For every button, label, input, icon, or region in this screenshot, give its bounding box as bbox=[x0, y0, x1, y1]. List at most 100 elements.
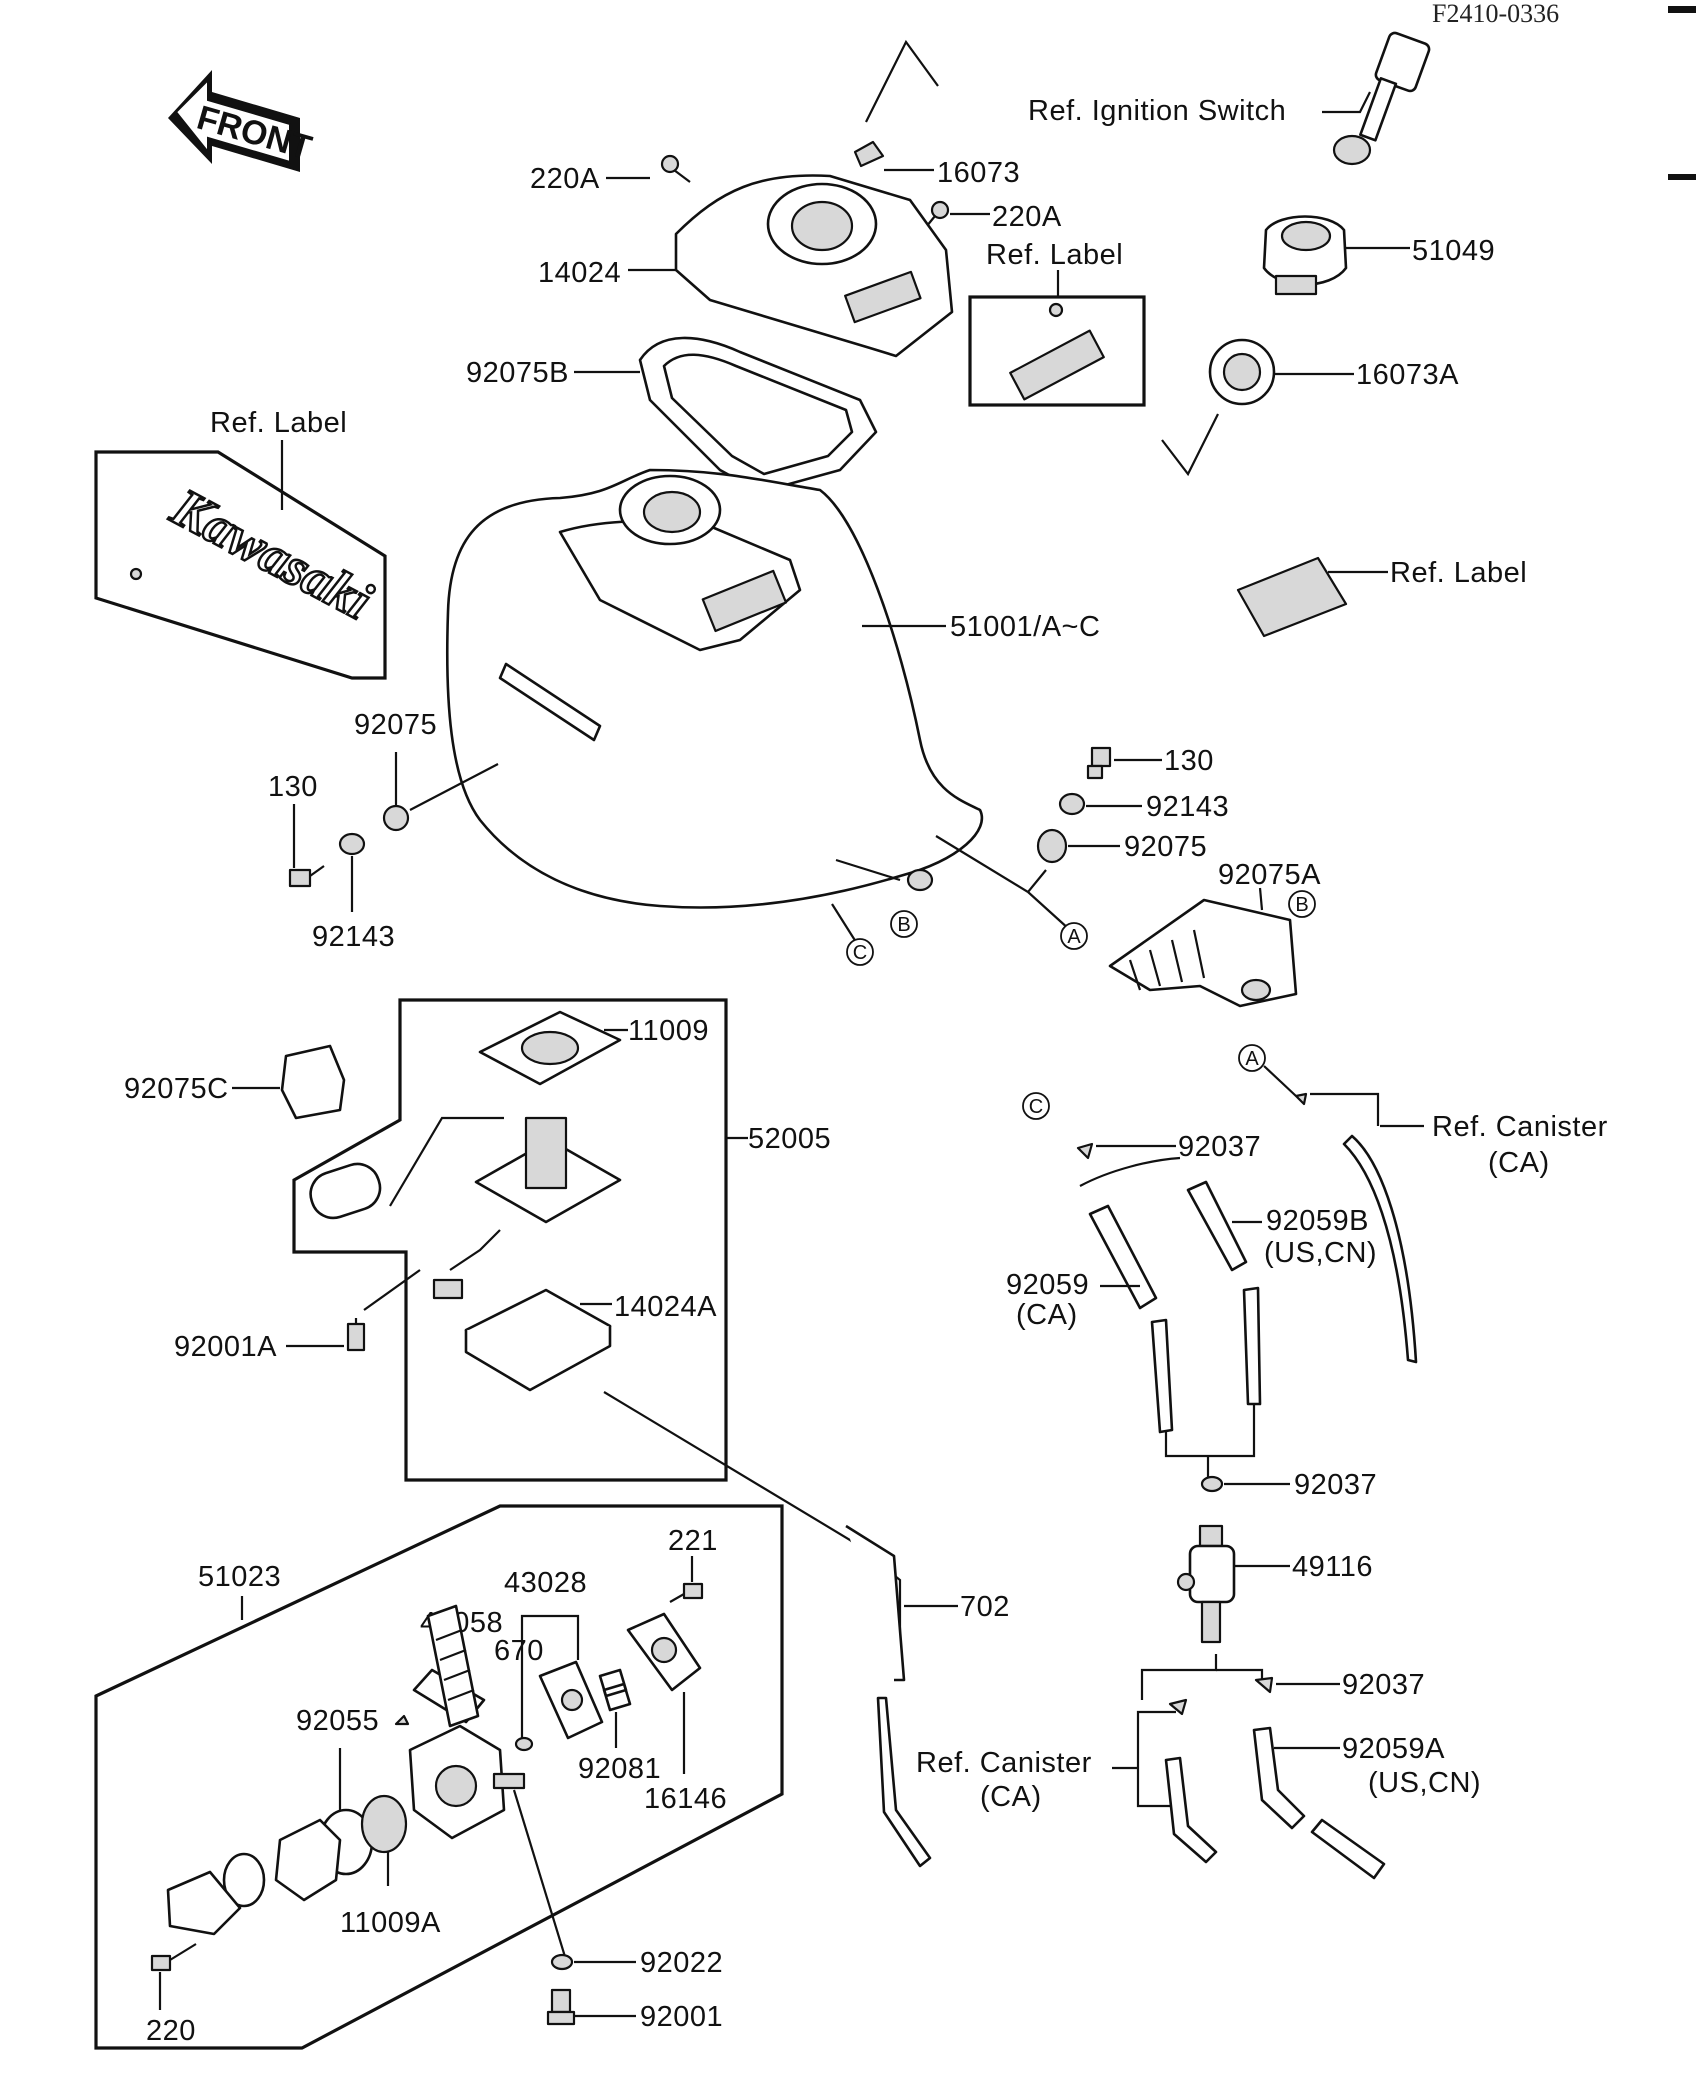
label-92081: 92081 bbox=[578, 1753, 661, 1785]
clip-16073-icon bbox=[853, 140, 885, 168]
gasket-92075b-inner-icon bbox=[662, 353, 854, 476]
collar-92143-right-icon bbox=[1058, 792, 1086, 816]
gasket-11009a-icon bbox=[360, 1794, 408, 1854]
clamp-a-icon bbox=[1294, 1092, 1308, 1106]
leader-92075a bbox=[1258, 887, 1264, 911]
screw-220-icon bbox=[150, 1943, 197, 1972]
sender-base-14024a-icon bbox=[464, 1288, 612, 1392]
ref-label-plate-icon bbox=[1236, 556, 1348, 638]
label-92075c: 92075C bbox=[124, 1073, 229, 1105]
tank-bracket-icon bbox=[701, 569, 788, 633]
label-ref-canister-2: Ref. Canister bbox=[916, 1747, 1092, 1779]
edge-mark-top bbox=[1668, 6, 1696, 13]
marker-c-tank: C bbox=[846, 938, 874, 966]
sediment-bowl-icon bbox=[166, 1818, 342, 1936]
screw-220a-left-icon bbox=[660, 154, 691, 183]
label-130-right: 130 bbox=[1164, 745, 1214, 777]
marker-a-canister: A bbox=[1238, 1044, 1266, 1072]
fuel-tap-body-icon bbox=[408, 1724, 526, 1840]
label-ref-canister-1-ca: (CA) bbox=[1488, 1147, 1550, 1179]
grommet-92075-right-icon bbox=[1036, 828, 1068, 864]
diagram-code: F2410-0336 bbox=[1432, 0, 1559, 28]
label-51001: 51001/A~C bbox=[950, 611, 1100, 643]
screw-221-icon bbox=[669, 1582, 704, 1603]
label-ref-canister-1: Ref. Canister bbox=[1432, 1111, 1608, 1143]
leader-tank-b bbox=[835, 858, 901, 882]
label-92059a-region: (US,CN) bbox=[1368, 1767, 1481, 1799]
label-ref-ignition-switch: Ref. Ignition Switch bbox=[1028, 95, 1286, 127]
label-92143-right: 92143 bbox=[1146, 791, 1229, 823]
bolt-92001-icon bbox=[546, 1988, 576, 2026]
label-11009a: 11009A bbox=[340, 1907, 441, 1939]
tap-lever-icon bbox=[394, 1714, 410, 1726]
leader-92001a-to-base bbox=[363, 1269, 421, 1311]
label-220a-right: 220A bbox=[992, 201, 1062, 233]
marker-a-tank-text: A bbox=[1067, 926, 1081, 948]
hose-92059-lower-icon bbox=[1150, 1318, 1174, 1434]
label-92037-1: 92037 bbox=[1178, 1131, 1261, 1163]
label-92055: 92055 bbox=[296, 1705, 379, 1737]
cover-16146-center-icon bbox=[650, 1636, 678, 1664]
clamp-92037-2-icon bbox=[1200, 1475, 1224, 1493]
label-130-left: 130 bbox=[268, 771, 318, 803]
marker-b-bracket-text: B bbox=[1295, 894, 1308, 916]
label-ref-label-box: Ref. Label bbox=[986, 239, 1123, 271]
label-702: 702 bbox=[960, 1591, 1010, 1623]
fuel-sender-box bbox=[292, 998, 728, 1482]
leader-canister-2 bbox=[1136, 1710, 1176, 1808]
label-92059a: 92059A bbox=[1342, 1733, 1445, 1765]
label-14024a: 14024A bbox=[614, 1291, 717, 1323]
label-ref-canister-2-ca: (CA) bbox=[980, 1781, 1042, 1813]
hose-702-upper-icon bbox=[845, 1524, 906, 1682]
fuel-cap-51049-icon bbox=[1262, 215, 1348, 296]
leader-tank-a-3 bbox=[1027, 891, 1071, 931]
hose-92059a-upper-icon bbox=[1252, 1726, 1306, 1830]
bracket-ribs-icon bbox=[1128, 929, 1206, 991]
canister-hose-1-icon bbox=[1342, 1134, 1418, 1364]
bracket-92075a-icon bbox=[1108, 898, 1298, 1008]
label-220: 220 bbox=[146, 2015, 196, 2047]
marker-a-canister-text: A bbox=[1245, 1048, 1259, 1070]
leader-tank-a-2 bbox=[1027, 869, 1047, 893]
fuel-filter-tube-icon bbox=[426, 1604, 480, 1728]
label-plate-icon bbox=[1009, 302, 1105, 401]
label-221: 221 bbox=[668, 1525, 718, 1557]
cover-bracket-icon bbox=[844, 270, 922, 324]
hose-92059a-lower-icon bbox=[1310, 1818, 1386, 1880]
marker-b-tank-text: B bbox=[897, 914, 910, 936]
lock-ring-16073a-icon bbox=[1208, 338, 1276, 406]
spacer-670-icon bbox=[514, 1736, 534, 1752]
label-49116: 49116 bbox=[1292, 1551, 1373, 1583]
tank-side-slot-icon bbox=[498, 662, 602, 742]
leader-tank-c bbox=[831, 903, 857, 943]
hose-92059b-upper-icon bbox=[1186, 1180, 1248, 1272]
chevron-down-lines bbox=[1161, 413, 1219, 477]
cover-opening-inner-icon bbox=[790, 200, 854, 252]
label-ref-label-plate: Ref. Label bbox=[1390, 557, 1527, 589]
marker-b-tank: B bbox=[890, 910, 918, 938]
label-92059b-region: (US,CN) bbox=[1264, 1237, 1377, 1269]
bolt-130-left-icon bbox=[288, 865, 325, 888]
fuel-tank-51001-icon bbox=[445, 468, 984, 909]
ignition-key-icon bbox=[1332, 31, 1431, 166]
label-16073: 16073 bbox=[937, 157, 1020, 189]
tank-drain-fitting-icon bbox=[906, 868, 934, 892]
label-92001a: 92001A bbox=[174, 1331, 277, 1363]
front-arrow-icon: FRONT bbox=[168, 70, 316, 172]
kawasaki-emblem-box bbox=[94, 450, 387, 680]
label-92075b: 92075B bbox=[466, 357, 569, 389]
gasket-11009-icon bbox=[478, 1010, 622, 1086]
leader-hose-join bbox=[1164, 1404, 1256, 1458]
label-92059: 92059 bbox=[1006, 1269, 1089, 1301]
leader-canister-1 bbox=[1310, 1092, 1380, 1126]
label-43028: 43028 bbox=[504, 1567, 587, 1599]
label-92075a: 92075A bbox=[1218, 859, 1321, 891]
valve-49116-icon bbox=[1176, 1524, 1236, 1644]
leader-ignition bbox=[1322, 91, 1371, 114]
sender-unit-icon bbox=[309, 1116, 622, 1300]
label-92037-2: 92037 bbox=[1294, 1469, 1377, 1501]
clamp-canister-2-icon bbox=[1168, 1698, 1188, 1716]
hose-92059b-lower-icon bbox=[1242, 1286, 1262, 1406]
bolt-130-right-icon bbox=[1086, 746, 1112, 780]
